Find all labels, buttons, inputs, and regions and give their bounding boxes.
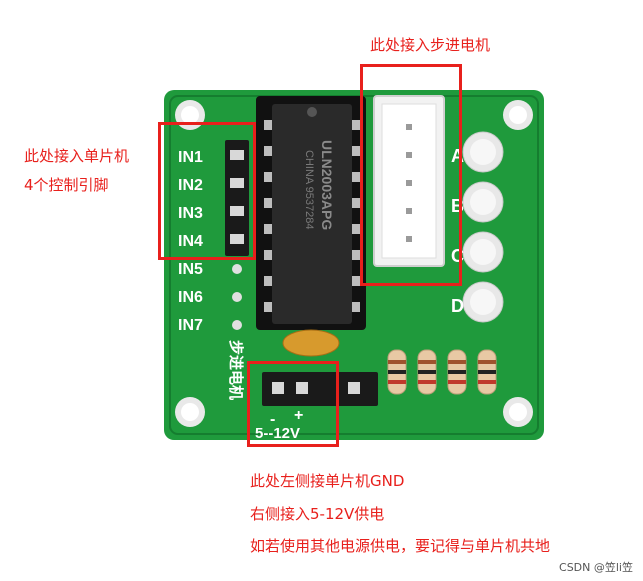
chip-marking-line1: CHINA 9537284	[303, 150, 315, 230]
label-in1: IN1	[178, 149, 203, 166]
label-in7: IN7	[178, 317, 203, 334]
watermark: CSDN @笠li笠	[559, 561, 633, 574]
resistors	[387, 349, 497, 395]
power-voltage-label: 5--12V	[255, 425, 300, 442]
input-header-pins	[225, 140, 249, 330]
motor-connector	[373, 95, 445, 267]
led-label-d: D	[451, 296, 464, 316]
label-in2: IN2	[178, 177, 203, 194]
uln2003-chip: CHINA 9537284 ULN2003APG	[256, 96, 366, 330]
stepper-motor-silk-label: 步进电机	[227, 340, 245, 400]
power-plus-label: +	[294, 407, 303, 424]
label-in6: IN6	[178, 289, 203, 306]
input-labels: IN1 IN2 IN3 IN4 IN5 IN6 IN7	[178, 149, 203, 334]
chip-marking-line2: ULN2003APG	[319, 140, 335, 230]
annotation-mcu-line1: 此处接入单片机	[24, 147, 130, 165]
capacitor	[282, 329, 340, 357]
power-highlight-box	[247, 361, 339, 447]
annotation-power-line2: 右侧接入5-12V供电	[250, 505, 385, 523]
annotation-power-line1: 此处左侧接单片机GND	[250, 472, 405, 490]
label-in3: IN3	[178, 205, 203, 222]
label-in4: IN4	[178, 233, 203, 250]
mcu-highlight-box	[158, 122, 256, 260]
power-minus-label: -	[270, 411, 275, 428]
label-in5: IN5	[178, 261, 203, 278]
annotation-mcu-line2: 4个控制引脚	[24, 176, 109, 194]
indicator-leds	[462, 131, 504, 323]
annotation-motor: 此处接入步进电机	[370, 36, 491, 54]
power-header-pins	[262, 372, 378, 406]
motor-highlight-box	[360, 64, 462, 286]
annotation-power-line3: 如若使用其他电源供电，要记得与单片机共地	[250, 537, 551, 555]
